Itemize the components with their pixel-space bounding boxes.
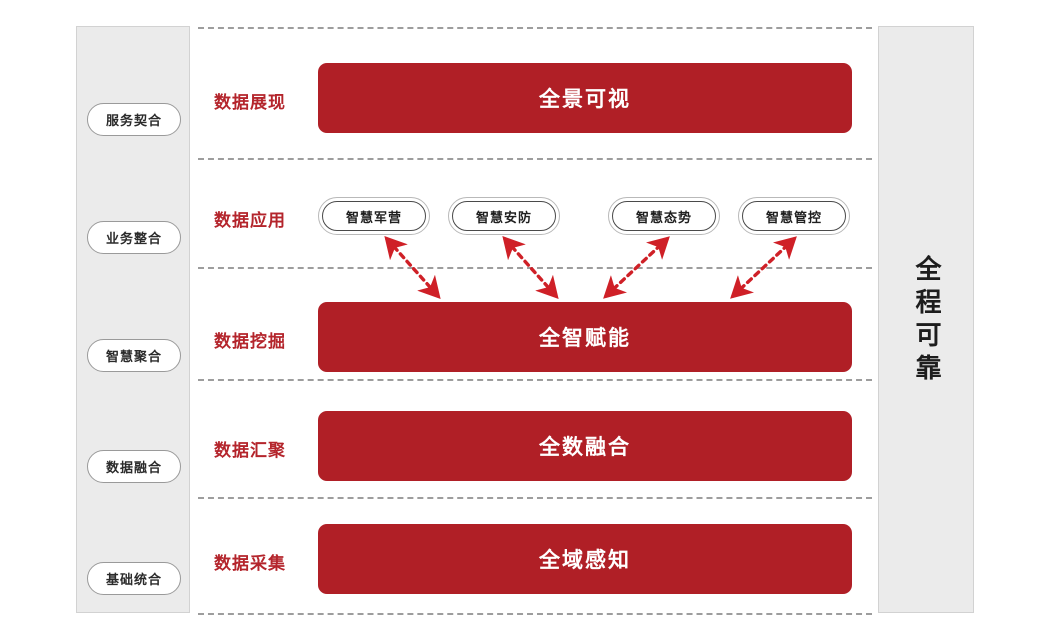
row-label-data-collection: 数据采集 xyxy=(214,554,286,573)
app-pill-smart-control[interactable]: 智慧管控 xyxy=(738,197,850,235)
sidebar-item-infrastructure-unification[interactable]: 基础统合 xyxy=(87,562,181,595)
right-reliability-panel: 全程可靠 xyxy=(878,26,974,613)
divider-row-3-4 xyxy=(198,379,872,381)
sidebar-item-business-integration[interactable]: 业务整合 xyxy=(87,221,181,254)
app-pill-smart-barracks-label: 智慧军营 xyxy=(322,201,426,231)
sidebar-item-data-fusion[interactable]: 数据融合 xyxy=(87,450,181,483)
reliability-vertical-label-wrap: 全程可靠 xyxy=(879,27,975,614)
bar-full-intelligence-enablement[interactable]: 全智赋能 xyxy=(318,302,852,372)
divider-top xyxy=(198,27,872,29)
bar-panoramic-visibility[interactable]: 全景可视 xyxy=(318,63,852,133)
row-label-data-aggregation: 数据汇聚 xyxy=(214,441,286,460)
left-capability-panel: 服务契合 业务整合 智慧聚合 数据融合 基础统合 xyxy=(76,26,190,613)
row-label-data-mining: 数据挖掘 xyxy=(214,332,286,351)
divider-bottom xyxy=(198,613,872,615)
row-label-data-application: 数据应用 xyxy=(214,211,286,230)
app-pill-smart-control-label: 智慧管控 xyxy=(742,201,846,231)
reliability-vertical-label: 全程可靠 xyxy=(912,254,942,387)
sidebar-item-intelligence-aggregation[interactable]: 智慧聚合 xyxy=(87,339,181,372)
divider-row-2-3 xyxy=(198,267,872,269)
app-pill-smart-barracks[interactable]: 智慧军营 xyxy=(318,197,430,235)
app-pill-smart-situation-label: 智慧态势 xyxy=(612,201,716,231)
row-label-data-presentation: 数据展现 xyxy=(214,93,286,112)
app-pill-smart-security-label: 智慧安防 xyxy=(452,201,556,231)
divider-row-1-2 xyxy=(198,158,872,160)
app-pill-smart-situation[interactable]: 智慧态势 xyxy=(608,197,720,235)
sidebar-item-service-fit[interactable]: 服务契合 xyxy=(87,103,181,136)
bar-full-domain-sensing[interactable]: 全域感知 xyxy=(318,524,852,594)
app-pill-smart-security[interactable]: 智慧安防 xyxy=(448,197,560,235)
bar-full-data-fusion[interactable]: 全数融合 xyxy=(318,411,852,481)
divider-row-4-5 xyxy=(198,497,872,499)
